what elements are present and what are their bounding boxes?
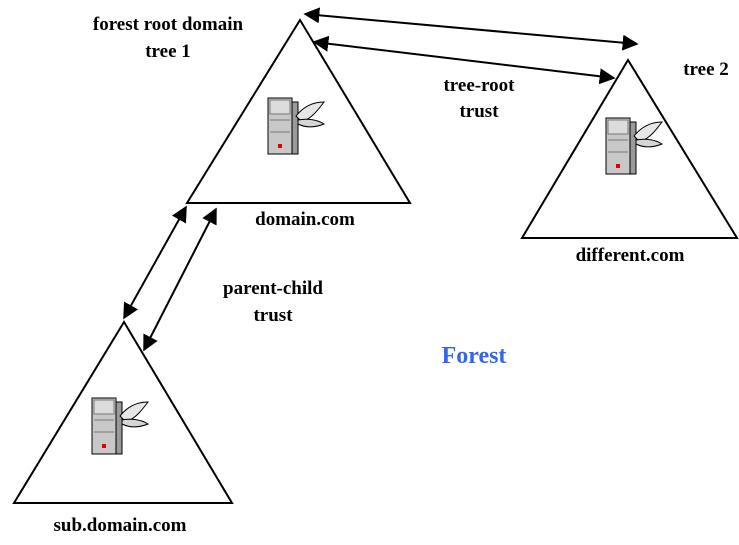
forest-title: Forest [441,343,507,369]
parent-child-trust-arrow-inner [143,207,217,352]
forest-root-domain-label: forest root domain [92,14,244,35]
tree-root-trust-arrow-inner [312,35,616,85]
tree-root-trust-label: tree-root [443,75,515,96]
tree1-label: tree 1 [145,41,191,62]
parent-child-trust-label: parent-child [223,278,323,299]
tree-root-trust-arrow-outer [303,7,639,51]
parent-child-trust-arrow-outer [123,205,187,320]
tree1-server-icon [267,97,325,155]
tree2-label: tree 2 [683,59,729,80]
tree-root-trust-label-line2: trust [459,101,499,122]
sub-domain-com-label: sub.domain.com [53,515,187,536]
sub-domain-server-icon [91,397,149,455]
parent-child-trust-label-line2: trust [253,305,293,326]
domain-com-label: domain.com [255,209,355,230]
sub-domain-triangle [12,320,234,504]
tree1-domain-triangle [185,18,412,204]
different-com-label: different.com [575,245,685,266]
